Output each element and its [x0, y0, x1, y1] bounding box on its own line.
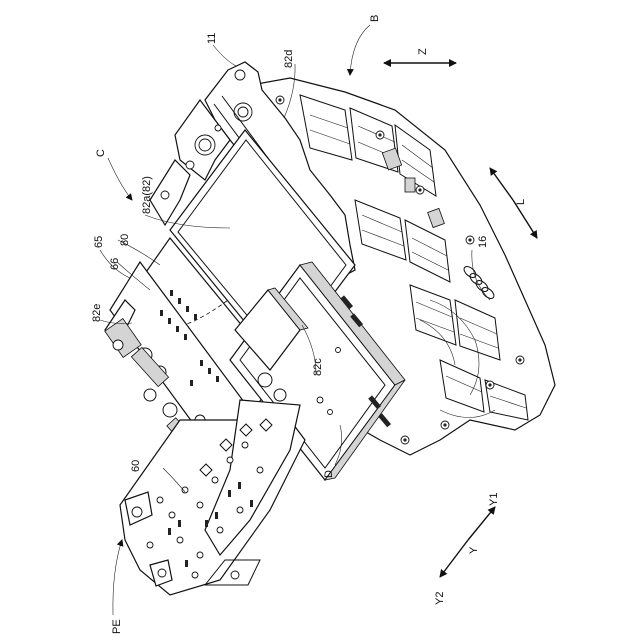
label-b: B — [369, 15, 381, 22]
label-66: 66 — [109, 258, 121, 270]
label-80: 80 — [119, 234, 131, 246]
label-16: 16 — [477, 236, 489, 248]
label-pe: PE — [111, 619, 123, 634]
label-y2: Y2 — [434, 592, 446, 605]
direction-arrow-l — [490, 168, 537, 238]
label-60: 60 — [130, 460, 142, 472]
label-y: Y — [468, 546, 480, 554]
label-l: L — [515, 199, 527, 205]
label-65: 65 — [93, 236, 105, 248]
direction-arrow-y — [440, 507, 495, 577]
label-d: D — [323, 470, 335, 478]
label-82c: 82c — [312, 358, 324, 376]
label-z: Z — [417, 48, 429, 55]
power-electronics-board — [120, 400, 305, 595]
label-82d: 82d — [283, 50, 295, 68]
label-82a: 82a(82) — [141, 176, 153, 214]
label-y1: Y1 — [488, 493, 500, 506]
label-c: C — [95, 149, 107, 157]
label-11: 11 — [206, 33, 218, 44]
label-82e: 82e — [91, 304, 103, 322]
